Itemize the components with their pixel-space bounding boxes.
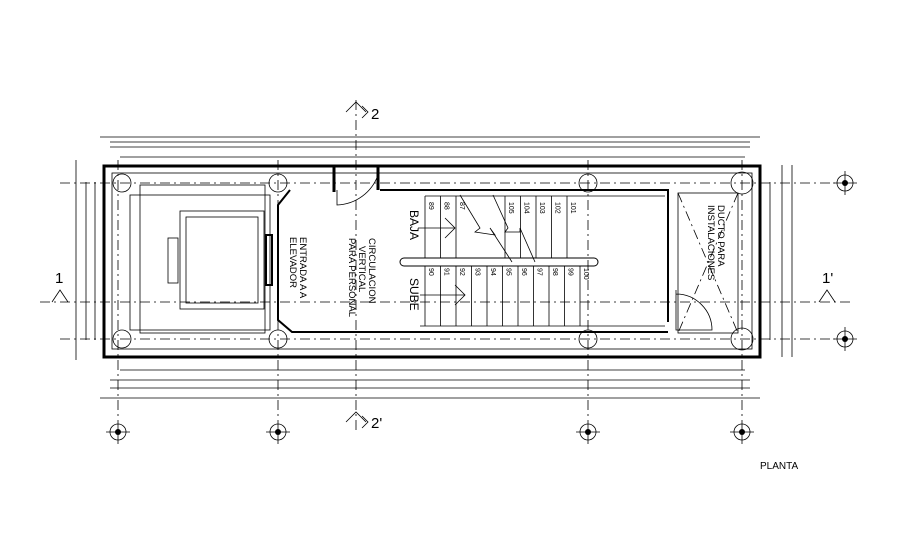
step-number-text: 100 bbox=[582, 268, 589, 280]
step-number: 87 bbox=[458, 202, 465, 210]
step-number: 90 bbox=[427, 268, 434, 276]
step-number: 88 bbox=[443, 202, 450, 210]
label-duct: DUCTO PARA INSTALACIONES bbox=[705, 205, 726, 280]
label-elevator-entry: ENTRADA A A ELEVADOR bbox=[287, 237, 308, 299]
grid-bubble bbox=[833, 327, 857, 351]
outer-wall bbox=[102, 164, 762, 359]
step-number-text: 92 bbox=[458, 268, 465, 276]
inner-wall-line bbox=[111, 172, 753, 350]
label-line: DUCTO PARA bbox=[715, 205, 726, 267]
step-number-text: 91 bbox=[443, 268, 450, 276]
step-number-text: 90 bbox=[427, 268, 434, 276]
step-number-text: 103 bbox=[538, 202, 545, 214]
step-number-text: 102 bbox=[554, 202, 561, 214]
dimension-lines-bottom bbox=[100, 369, 760, 399]
step-number: 96 bbox=[520, 268, 527, 276]
section-mark-top: 2 bbox=[345, 101, 379, 123]
step-number: 99 bbox=[567, 268, 574, 276]
step-number-text: 99 bbox=[567, 268, 574, 276]
dimension-lines-right bbox=[769, 165, 793, 357]
columns bbox=[112, 171, 754, 351]
label-baja: BAJA bbox=[407, 210, 421, 240]
grid-bubbles bbox=[106, 171, 857, 444]
section-mark-right: 1' bbox=[818, 270, 836, 303]
section-mark-bottom: 2' bbox=[345, 411, 382, 432]
label-line: ENTRADA A A bbox=[297, 237, 308, 299]
door-swing-duct bbox=[675, 290, 713, 331]
grid-bubble bbox=[266, 420, 290, 444]
step-number-text: 95 bbox=[505, 268, 512, 276]
section-mark-left: 1 bbox=[51, 270, 69, 303]
step-number: 98 bbox=[551, 268, 558, 276]
step-number: 95 bbox=[505, 268, 512, 276]
step-number-text: 87 bbox=[458, 202, 465, 210]
step-number: 104 bbox=[523, 202, 530, 214]
label-line: PARA PERSONAL bbox=[346, 238, 357, 317]
grid-bubble bbox=[833, 171, 857, 195]
step-number: 100 bbox=[582, 268, 589, 280]
staircase: 89 88 87 105 104 103 102 101 90 91 92 93 94 95 96 97 98 9… bbox=[399, 194, 665, 327]
step-number-text: 88 bbox=[443, 202, 450, 210]
dimension-lines-top bbox=[100, 136, 760, 158]
step-number-text: 94 bbox=[489, 268, 496, 276]
step-number: 97 bbox=[536, 268, 543, 276]
step-number: 89 bbox=[427, 202, 434, 210]
label-line: ELEVADOR bbox=[287, 237, 298, 288]
step-number-text: 98 bbox=[551, 268, 558, 276]
step-number-text: 97 bbox=[536, 268, 543, 276]
label-circulation: CIRCULACION VERTICAL PARA PERSONAL bbox=[346, 238, 377, 317]
step-number-text: 93 bbox=[474, 268, 481, 276]
label-line: INSTALACIONES bbox=[705, 205, 716, 280]
door-swing bbox=[336, 174, 379, 206]
step-number-text: 89 bbox=[427, 202, 434, 210]
step-number: 105 bbox=[507, 202, 514, 214]
step-number: 92 bbox=[458, 268, 465, 276]
grid-bubble bbox=[576, 420, 600, 444]
section-label-2-prime: 2' bbox=[371, 415, 382, 432]
duct-shaft bbox=[677, 192, 739, 334]
dimension-lines-left bbox=[75, 160, 96, 360]
label-line: CIRCULACION bbox=[366, 238, 377, 304]
step-number: 102 bbox=[554, 202, 561, 214]
elevator-shaft bbox=[167, 210, 273, 310]
label-line: VERTICAL bbox=[356, 246, 367, 292]
section-label-1: 1 bbox=[55, 270, 63, 287]
step-number-text: 101 bbox=[569, 202, 576, 214]
sheet-label: PLANTA bbox=[760, 461, 798, 472]
label-stair-up: SUBE bbox=[407, 278, 421, 311]
step-number-text: 105 bbox=[507, 202, 514, 214]
label-sube: SUBE bbox=[407, 278, 421, 311]
step-number-text: 104 bbox=[523, 202, 530, 214]
step-number: 103 bbox=[538, 202, 545, 214]
section-label-1-prime: 1' bbox=[822, 270, 833, 287]
section-label-2: 2 bbox=[371, 106, 379, 123]
grid-bubble bbox=[106, 420, 130, 444]
step-number: 93 bbox=[474, 268, 481, 276]
step-number: 94 bbox=[489, 268, 496, 276]
grid-bubble bbox=[730, 420, 754, 444]
step-number-text: 96 bbox=[520, 268, 527, 276]
label-stair-down: BAJA bbox=[407, 210, 421, 240]
step-number: 91 bbox=[443, 268, 450, 276]
step-number: 101 bbox=[569, 202, 576, 214]
